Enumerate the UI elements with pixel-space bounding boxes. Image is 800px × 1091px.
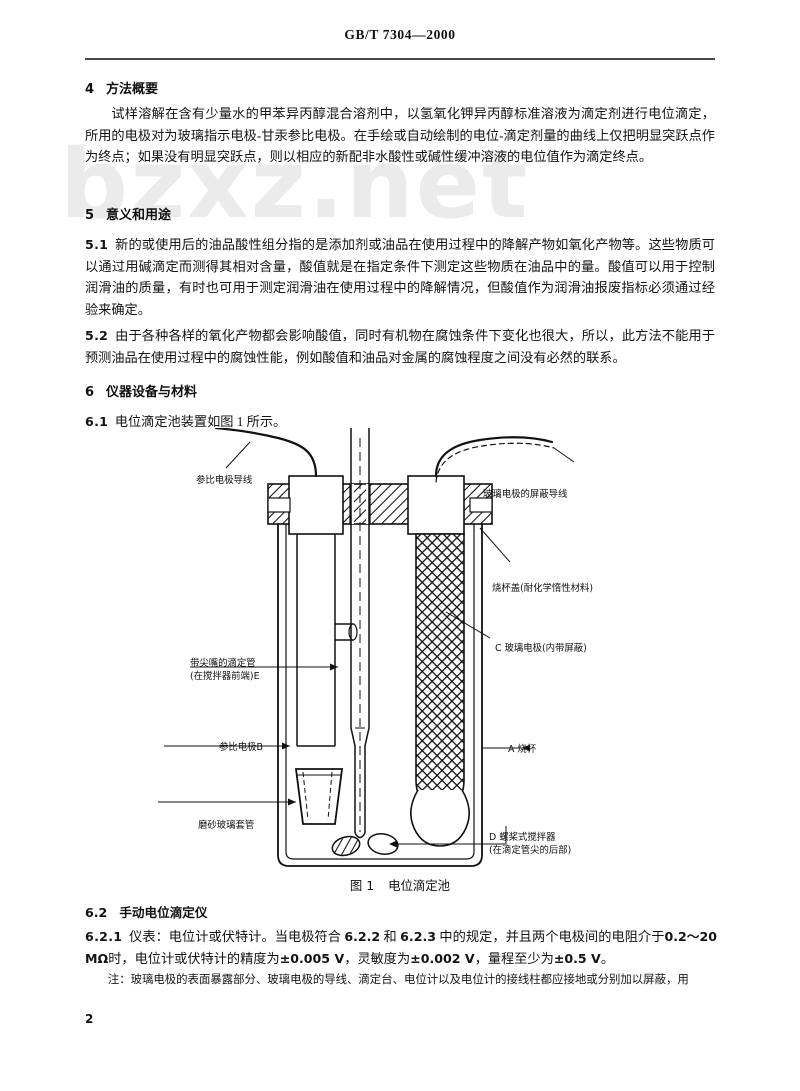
paragraph-6-2-1: 6.2.1 仪表：电位计或伏特计。当电极符合 6.2.2 和 6.2.3 中的规…	[85, 926, 717, 969]
paragraph-6-2-1-text-4: 时，电位计或伏特计的精度为	[108, 950, 280, 966]
figure-label-burette-line2: (在搅拌器前端)E	[190, 670, 260, 682]
paragraph-6-2-1-text-6: ，量程至少为	[474, 950, 554, 966]
figure-label-reference-electrode-b: 参比电极B	[219, 742, 263, 753]
section-number-5: 5	[85, 208, 95, 223]
beaker-outline	[277, 490, 483, 867]
figure-caption: 图 1 电位滴定池	[85, 876, 715, 894]
section-number-6-2: 6.2	[85, 905, 108, 920]
paragraph-label-5-2: 5.2	[85, 328, 109, 343]
paragraph-5-1: 5.1 新的或使用后的油品酸性组分指的是添加剂或油品在使用过程中的降解产物如氧化…	[85, 234, 715, 320]
paragraph-text-5-1: 新的或使用后的油品酸性组分指的是添加剂或油品在使用过程中的降解产物如氧化产物等。…	[85, 237, 715, 317]
span-value: ±0.5 V	[553, 950, 601, 966]
paragraph-6-2-1-text-7: 。	[600, 950, 614, 966]
page-header: GB/T 7304—2000	[85, 26, 715, 44]
figure-label-stirrer: D 螺桨式搅拌器 (在滴定管尖的后部)	[489, 832, 571, 857]
stirrer-blade-right	[367, 833, 399, 855]
accuracy-value: ±0.005 V	[279, 950, 345, 966]
burette-tip	[354, 832, 366, 839]
burette-left-edge	[350, 428, 356, 833]
section-heading-5: 5 意义和用途	[85, 204, 171, 223]
section-4-paragraph: 试样溶解在含有少量水的甲苯异丙醇混合溶剂中，以氢氧化钾异丙醇标准溶液为滴定剂进行…	[85, 106, 715, 164]
cross-reference-6-2-2: 6.2.2	[344, 929, 381, 944]
note-block: 注：玻璃电极的表面暴露部分、玻璃电极的导线、滴定台、电位计以及电位计的接线柱都应…	[85, 972, 717, 989]
figure-label-beaker-a: A 烧杯	[508, 744, 537, 755]
figure-label-reference-electrode-lead: 参比电极导线	[196, 475, 253, 486]
paragraph-label-6-2-1: 6.2.1	[85, 929, 123, 944]
figure-caption-title: 电位滴定池	[388, 878, 451, 893]
figure-label-burette: 带尖嘴的滴定管 (在搅拌器前端)E	[190, 658, 260, 683]
glass-electrode-shield-wire	[434, 436, 554, 478]
section-title-6: 仪器设备与材料	[106, 385, 198, 400]
resistance-range-value: 0.2～20 MΩ	[85, 929, 718, 966]
burette-right-edge	[364, 428, 370, 833]
leader-glass-electrode-c	[445, 611, 491, 639]
figure-label-beaker-cover: 烧杯盖(耐化学惰性材料)	[492, 583, 594, 594]
paragraph-6-2-1-text-1: 仪表：电位计或伏特计。当电极符合	[129, 929, 345, 944]
sensitivity-value: ±0.002 V	[410, 950, 475, 966]
section-heading-6: 6 仪器设备与材料	[85, 381, 197, 400]
titration-cell-drawing	[158, 428, 575, 867]
section-heading-6-2: 6.2 手动电位滴定仪	[85, 902, 207, 921]
figure-label-burette-line1: 带尖嘴的滴定管	[190, 658, 256, 669]
glass-electrode-shield-wire-dashes	[435, 442, 555, 483]
paragraph-5-2: 5.2 由于各种各样的氧化产物都会影响酸值，同时有机物在腐蚀条件下变化也很大，所…	[85, 325, 715, 368]
paragraph-6-2-1-text-2: 和	[380, 929, 401, 944]
cross-reference-6-2-3: 6.2.3	[400, 929, 436, 944]
cover-hole-right	[407, 475, 465, 535]
paragraph-6-1: 6.1 电位滴定池装置如图 1 所示。	[85, 411, 715, 433]
figure-label-stirrer-line1: D 螺桨式搅拌器	[489, 832, 556, 843]
section-number-4: 4	[85, 82, 95, 97]
section-title-6-2: 手动电位滴定仪	[119, 905, 208, 920]
leader-beaker-cover	[479, 527, 511, 563]
note-prefix: 注：	[107, 974, 131, 986]
reference-electrode-b-body	[296, 534, 336, 746]
figure-caption-number: 图 1	[349, 878, 375, 893]
standard-code: GB/T 7304—2000	[344, 27, 456, 42]
paragraph-6-2-1-text-3: 中的规定，并且两个电极间的电阻介于	[436, 929, 665, 944]
figure-label-stirrer-line2: (在滴定管尖的后部)	[489, 844, 572, 856]
figure-label-ground-glass-sleeve: 磨砂玻璃套管	[198, 820, 255, 831]
glass-electrode-mesh-shaft	[415, 533, 465, 807]
leader-shield-wire	[553, 447, 575, 463]
section-title-5: 意义和用途	[106, 208, 172, 223]
glass-electrode-bulb	[410, 789, 470, 847]
paragraph-label-5-1: 5.1	[85, 237, 109, 252]
paragraph-label-6-1: 6.1	[85, 414, 109, 429]
section-number-6: 6	[85, 385, 95, 400]
figure-label-glass-electrode-c: C 玻璃电极(内带屏蔽)	[495, 643, 587, 654]
ground-glass-sleeve	[294, 768, 344, 825]
reference-electrode-lead-wire	[214, 428, 318, 478]
note-text: 玻璃电极的表面暴露部分、玻璃电极的导线、滴定台、电位计以及电位计的接线柱都应接地…	[130, 974, 689, 986]
section-title-4: 方法概要	[106, 82, 159, 97]
paragraph-text-6-1: 电位滴定池装置如图 1 所示。	[114, 414, 287, 429]
figure-titration-cell	[150, 428, 670, 898]
figure-label-glass-electrode-shield-lead: 玻璃电极的屏蔽导线	[483, 489, 568, 500]
paragraph-6-2-1-text-5: ，灵敏度为	[344, 950, 411, 966]
page-number: 2	[85, 1012, 94, 1026]
paragraph-text-5-2: 由于各种各样的氧化产物都会影响酸值，同时有机物在腐蚀条件下变化也很大，所以，此方…	[85, 328, 715, 365]
header-divider	[85, 58, 715, 60]
stirrer-blade-left	[331, 835, 361, 857]
cover-hole-left	[288, 475, 344, 535]
leader-reference-lead	[225, 441, 251, 469]
leader-stirrer	[391, 826, 507, 845]
beaker-inner-wall	[285, 490, 475, 860]
section-heading-4: 4 方法概要	[85, 78, 158, 97]
